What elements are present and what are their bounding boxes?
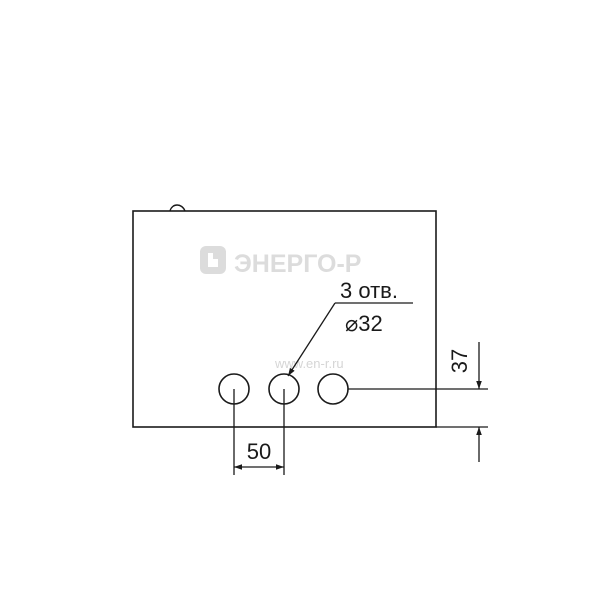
energo-logo-icon bbox=[200, 246, 226, 274]
callout-diameter: ⌀32 bbox=[345, 311, 383, 336]
dimension-label-spacing: 50 bbox=[247, 439, 271, 464]
watermark: ЭНЕРГО-Р www.en-r.ru bbox=[200, 246, 361, 371]
hole-3 bbox=[317, 373, 349, 405]
hole-callout: 3 отв. ⌀32 bbox=[287, 278, 413, 377]
top-latch bbox=[169, 204, 186, 212]
callout-count: 3 отв. bbox=[340, 278, 398, 303]
watermark-brand: ЭНЕРГО-Р bbox=[234, 250, 361, 278]
dimension-spacing: 50 bbox=[233, 389, 285, 475]
dimension-label-height: 37 bbox=[447, 349, 472, 373]
dimension-height: 37 bbox=[348, 342, 488, 462]
watermark-url: www.en-r.ru bbox=[274, 356, 344, 371]
callout-leader bbox=[287, 302, 336, 377]
